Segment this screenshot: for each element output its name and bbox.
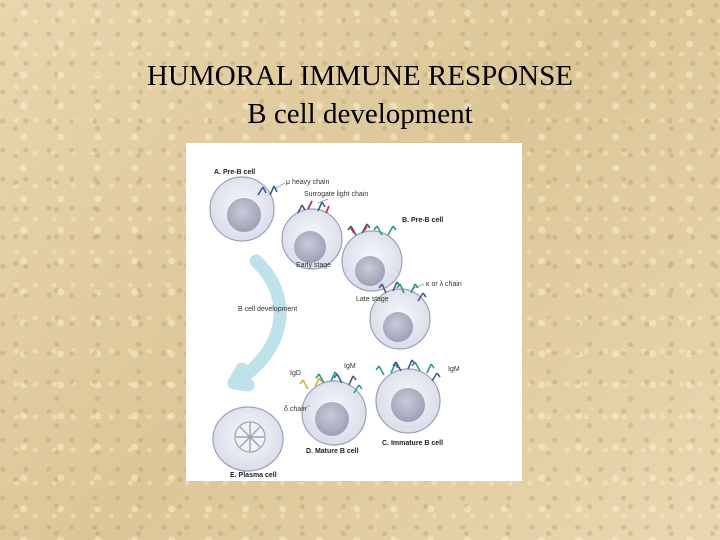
cell-a-pre-b bbox=[210, 177, 277, 241]
label-igd: IgD bbox=[290, 370, 301, 377]
label-b-cell-development: B cell development bbox=[238, 306, 297, 313]
label-delta-chain: δ chain bbox=[284, 406, 307, 413]
label-kappa-lambda-chain: κ or λ chain bbox=[426, 281, 462, 288]
cell-b-pre-b bbox=[342, 224, 402, 291]
label-surrogate-light-chain: Surrogate light chain bbox=[304, 191, 368, 198]
label-igm-c: IgM bbox=[448, 366, 460, 373]
cell-d-mature-b bbox=[300, 372, 366, 445]
label-igm-d: IgM bbox=[344, 363, 356, 370]
cell-b-early bbox=[282, 201, 342, 269]
label-late-stage: Late stage bbox=[356, 296, 389, 303]
label-panel-b: B. Pre-B cell bbox=[402, 217, 443, 224]
label-panel-a: A. Pre-B cell bbox=[214, 169, 255, 176]
label-panel-e: E. Plasma cell bbox=[230, 472, 277, 479]
label-early-stage: Early stage bbox=[296, 262, 331, 269]
slide-title: HUMORAL IMMUNE RESPONSE bbox=[0, 58, 720, 94]
slide-subtitle: B cell development bbox=[0, 96, 720, 132]
label-mu-heavy-chain: μ heavy chain bbox=[286, 179, 329, 186]
cell-b-late bbox=[370, 282, 430, 349]
label-panel-c: C. Immature B cell bbox=[382, 440, 443, 447]
figure-svg: A. Pre-B cell μ heavy chain Surrogate li… bbox=[186, 143, 522, 481]
cell-c-immature-b bbox=[376, 360, 440, 433]
b-cell-development-figure: A. Pre-B cell μ heavy chain Surrogate li… bbox=[186, 143, 522, 481]
label-panel-d: D. Mature B cell bbox=[306, 448, 359, 455]
cell-e-plasma bbox=[213, 407, 283, 471]
development-arrow bbox=[234, 261, 280, 385]
